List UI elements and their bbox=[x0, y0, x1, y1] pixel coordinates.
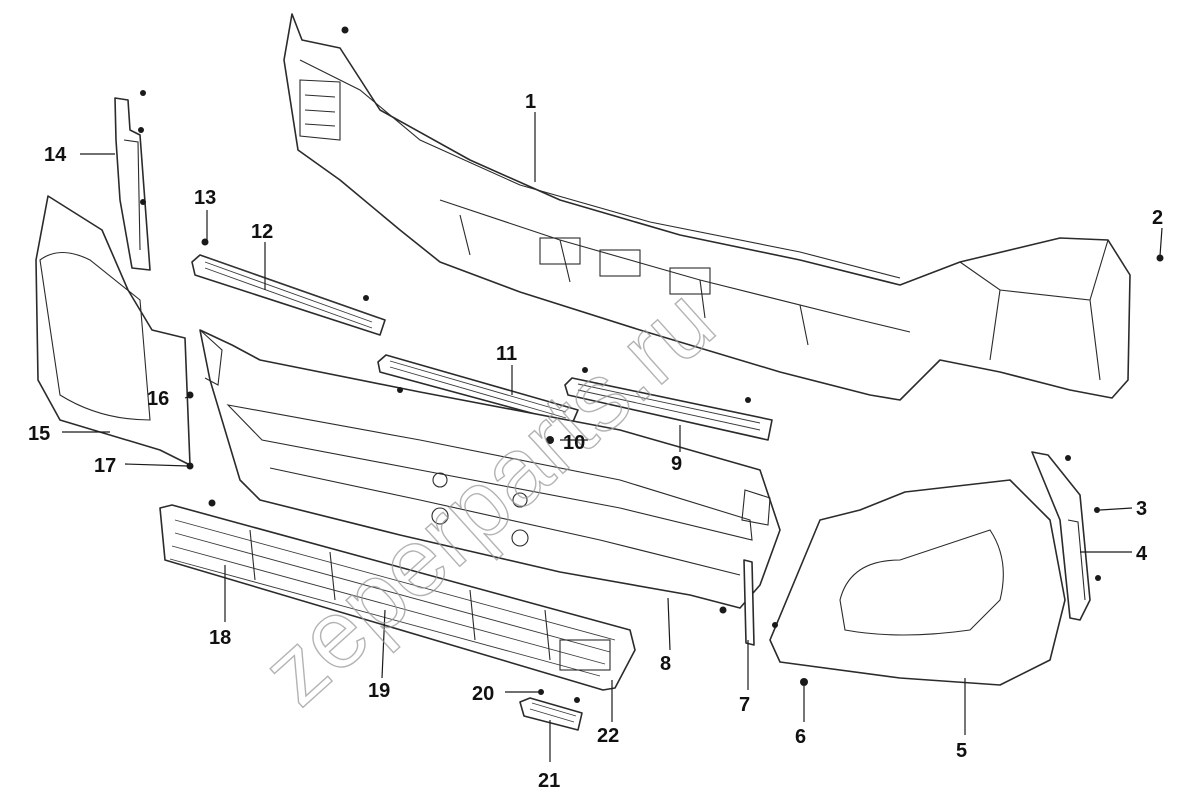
callout-14: 14 bbox=[44, 144, 67, 166]
callout-20: 20 bbox=[472, 683, 494, 705]
part-7-vertical-bracket bbox=[743, 559, 755, 646]
part-19-lower-grille bbox=[159, 504, 636, 691]
callout-9: 9 bbox=[671, 453, 682, 475]
callout-13: 13 bbox=[194, 187, 216, 209]
part-11-middle-grille-strip bbox=[377, 354, 579, 425]
callout-10: 10 bbox=[563, 432, 585, 454]
callout-7: 7 bbox=[739, 694, 750, 716]
callout-15: 15 bbox=[28, 423, 50, 445]
callout-5: 5 bbox=[956, 740, 967, 762]
callout-6: 6 bbox=[795, 726, 806, 748]
callout-2: 2 bbox=[1152, 207, 1163, 229]
callout-4: 4 bbox=[1136, 543, 1148, 565]
part-21-small-grille-piece bbox=[519, 697, 583, 731]
part-8-center-bumper-panel bbox=[199, 329, 781, 609]
callout-8: 8 bbox=[660, 653, 671, 675]
callout-11: 11 bbox=[496, 343, 517, 365]
callout-21: 21 bbox=[538, 770, 560, 792]
part-14-left-bracket bbox=[114, 97, 151, 271]
part-1-upper-frame bbox=[283, 13, 1131, 401]
fasteners bbox=[138, 26, 1164, 703]
part-4-right-bracket bbox=[1031, 451, 1091, 621]
callout-22: 22 bbox=[597, 725, 619, 747]
part-5-right-bumper-end bbox=[769, 479, 1066, 686]
callout-12: 12 bbox=[251, 221, 273, 243]
part-15-left-bumper-end bbox=[35, 195, 191, 466]
callout-16: 16 bbox=[147, 388, 169, 410]
callout-17: 17 bbox=[94, 455, 116, 477]
part-9-right-grille-strip bbox=[564, 377, 773, 441]
callout-18: 18 bbox=[209, 627, 231, 649]
callout-labels: 1 2 3 4 5 6 7 8 9 10 11 12 13 14 15 16 1… bbox=[28, 91, 1163, 792]
callout-3: 3 bbox=[1136, 498, 1147, 520]
part-12-upper-grille-strip bbox=[191, 254, 386, 336]
callout-19: 19 bbox=[368, 680, 390, 702]
leader-lines bbox=[62, 112, 1163, 762]
callout-1: 1 bbox=[525, 91, 536, 113]
